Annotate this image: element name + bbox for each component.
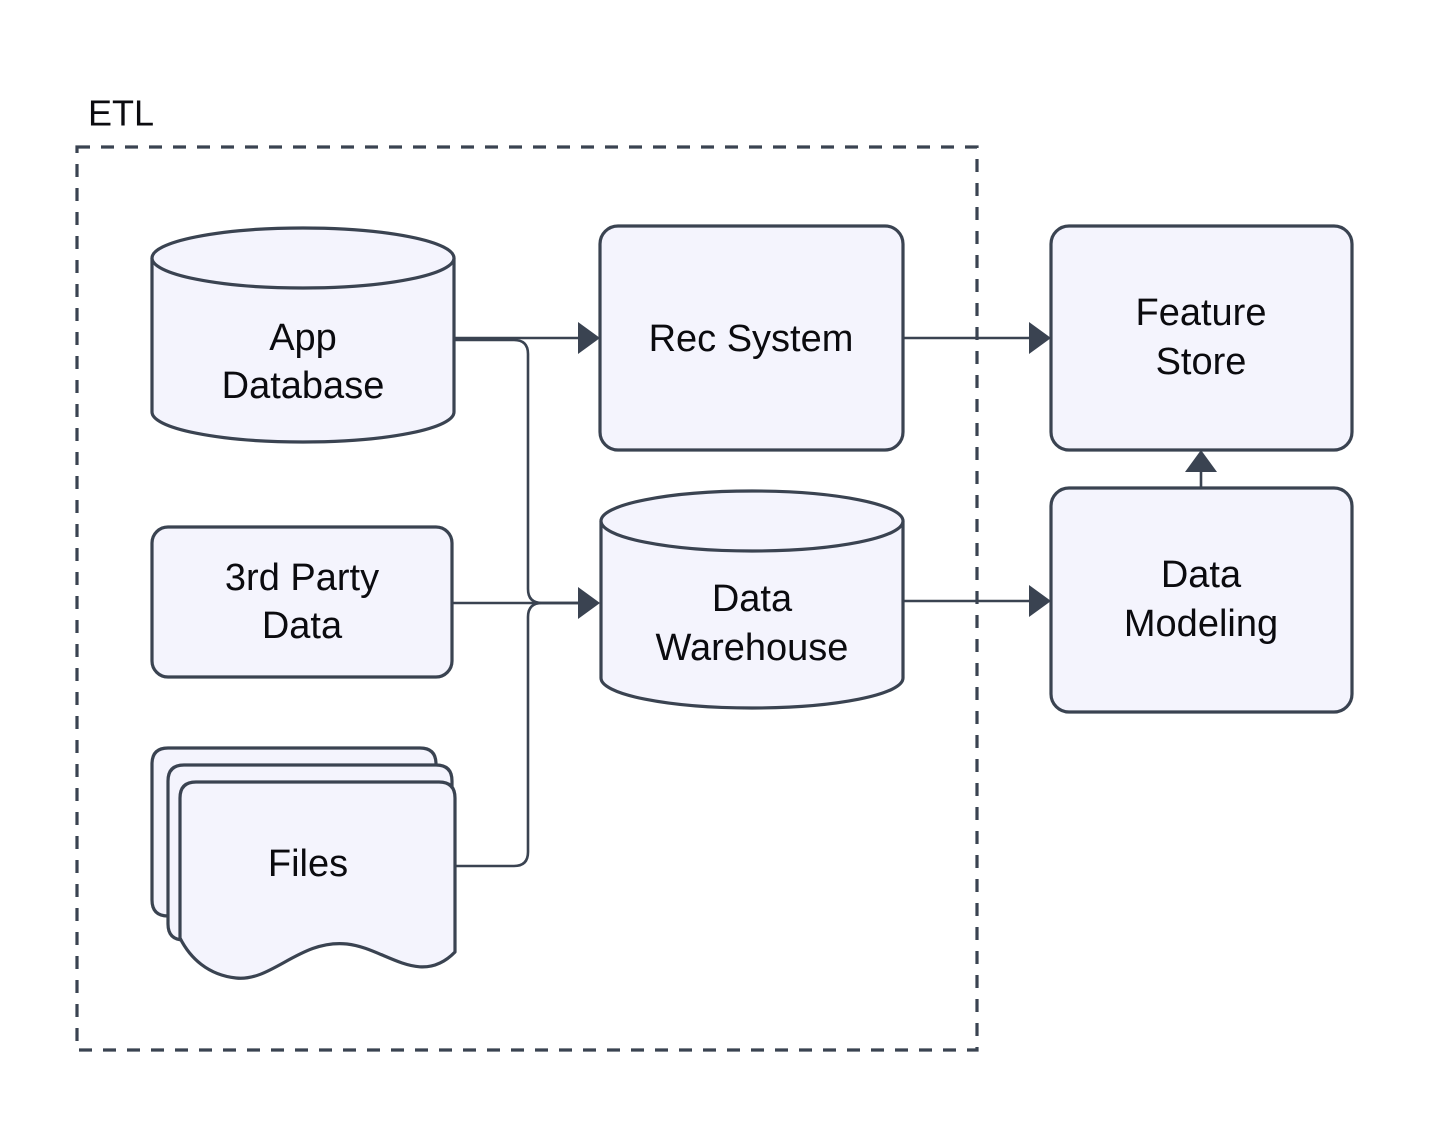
rounded-rect-icon [1049,224,1354,452]
rounded-rect-icon [150,525,454,679]
edges-layer [452,322,1217,868]
cylinder-top-ellipse-icon [599,520,905,553]
node-data-modeling-label-line1: Data [1161,554,1242,596]
arrowhead-icon [1029,585,1051,617]
document-sheet-front-icon [178,780,457,980]
arrowhead-icon [578,587,600,619]
node-feature-store-label-line2: Store [1156,341,1247,383]
arrowhead-icon [1029,322,1051,354]
arrowhead-icon [578,322,600,354]
node-rec-system[interactable]: Rec System [598,224,905,452]
edge-app-database-to-rec-system[interactable] [455,322,600,354]
node-feature-store-label-line1: Feature [1136,292,1267,334]
etl-group-dashed-border [75,145,979,1052]
edge-data-modeling-to-feature-store[interactable] [1185,450,1217,488]
node-app-database-label-line1: App [269,317,337,359]
rounded-rect-icon [598,224,905,452]
edge-data-warehouse-to-data-modeling[interactable] [903,585,1051,617]
node-data-warehouse[interactable]: Data Warehouse [599,489,905,710]
node-third-party-data-label-line2: Data [262,605,343,647]
node-app-database[interactable]: App Database [150,226,456,444]
cylinder-top-ellipse-icon [150,257,456,290]
edge-app-database-to-data-warehouse[interactable] [455,338,578,605]
rounded-rect-icon [1049,486,1354,714]
node-rec-system-label: Rec System [649,318,854,360]
arrowhead-icon [1185,450,1217,472]
edge-files-to-data-warehouse[interactable] [455,601,578,868]
node-files-label: Files [268,843,348,885]
node-files[interactable]: Files [150,746,457,980]
node-app-database-label-line2: Database [222,365,385,407]
etl-group-label: ETL [88,93,154,134]
etl-group-container: ETL [75,93,979,1052]
node-data-modeling[interactable]: Data Modeling [1049,486,1354,714]
node-data-warehouse-label-line2: Warehouse [656,627,849,669]
node-third-party-data[interactable]: 3rd Party Data [150,525,454,679]
node-third-party-data-label-line1: 3rd Party [225,557,379,599]
edge-rec-system-to-feature-store[interactable] [903,322,1051,354]
node-data-warehouse-label-line1: Data [712,578,793,620]
node-data-modeling-label-line2: Modeling [1124,603,1278,645]
node-feature-store[interactable]: Feature Store [1049,224,1354,452]
